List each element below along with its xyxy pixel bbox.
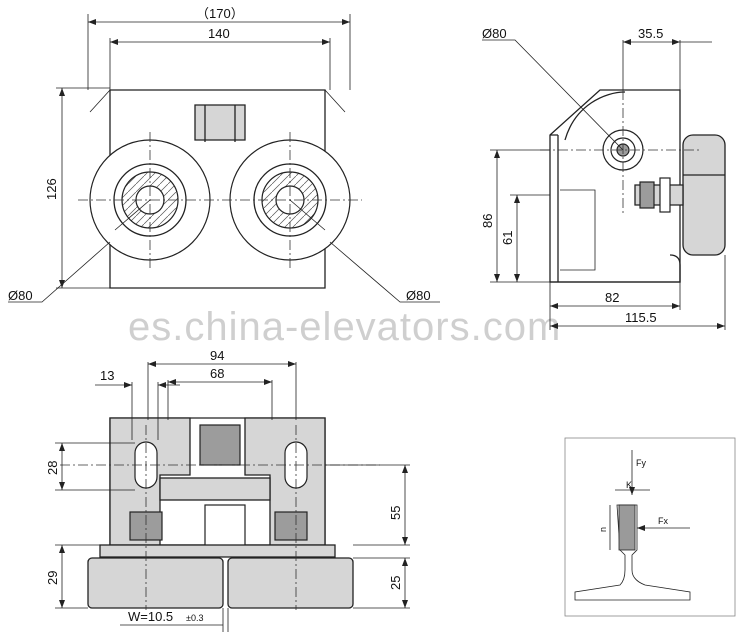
side-offset: 35.5: [638, 26, 663, 41]
top-body-height: 55: [388, 506, 403, 520]
side-dia: Ø80: [482, 26, 507, 41]
top-slot-width: 13: [100, 368, 114, 383]
top-roller-height: 29: [45, 571, 60, 585]
side-height-total: 86: [480, 214, 495, 228]
side-depth: 82: [605, 290, 619, 305]
side-height-lower: 61: [500, 231, 515, 245]
front-view: [8, 14, 440, 303]
top-width-total: 94: [210, 348, 224, 363]
rail-force-x: Fx: [658, 516, 668, 526]
rail-point-k: K: [626, 480, 632, 490]
front-dia-right: Ø80: [406, 288, 431, 303]
top-slot-height: 28: [45, 461, 60, 475]
rail-force-y: Fy: [636, 458, 646, 468]
rail-height-n: n: [598, 527, 608, 532]
front-width-outer: （170）: [196, 6, 244, 21]
rail-force-diagram: [564, 437, 736, 617]
side-view: [482, 39, 726, 330]
front-height: 126: [44, 178, 59, 200]
top-roller-right: 25: [388, 576, 403, 590]
top-gap-tolerance: ±0.3: [186, 613, 203, 623]
watermark: es.china-elevators.com: [128, 305, 561, 349]
front-dia-left: Ø80: [8, 288, 33, 303]
top-slot-spacing: 68: [210, 366, 224, 381]
top-gap-label: W=10.5: [128, 609, 173, 624]
side-depth-total: 115.5: [625, 310, 657, 325]
front-width-inner: 140: [208, 26, 230, 41]
top-view: [55, 361, 410, 632]
